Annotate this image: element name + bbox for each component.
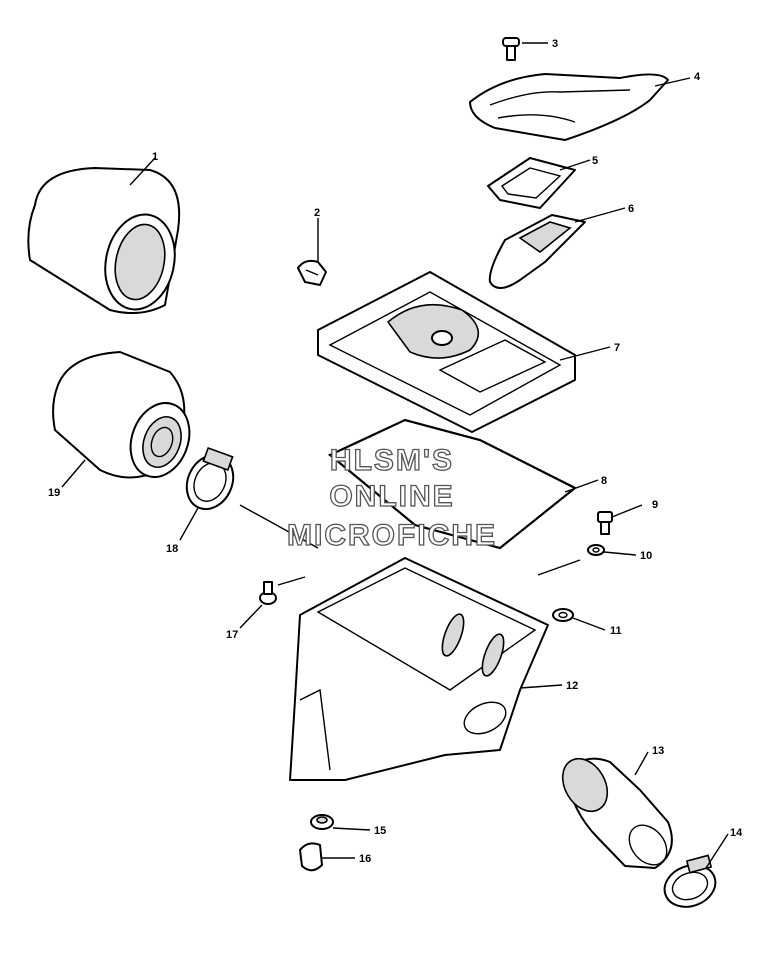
callout-18: 18 — [166, 543, 178, 555]
part-3-screw — [502, 37, 520, 61]
callout-10: 10 — [640, 550, 652, 562]
part-12-airbox — [289, 557, 549, 781]
part-2-clip — [297, 259, 327, 286]
part-9-bolt — [597, 511, 613, 535]
callout-7: 7 — [614, 342, 620, 354]
callout-5: 5 — [592, 155, 598, 167]
part-6-inlet — [488, 214, 586, 289]
callouts: 1 2 3 4 5 6 7 8 9 10 11 12 13 14 15 16 1… — [48, 38, 743, 865]
part-11-washer — [552, 608, 574, 622]
part-15-plug — [310, 814, 334, 830]
callout-2: 2 — [314, 207, 320, 219]
callout-12: 12 — [566, 680, 578, 692]
callout-9: 9 — [652, 499, 658, 511]
callout-1: 1 — [152, 151, 158, 163]
part-19-air-filter — [52, 351, 191, 479]
callout-19: 19 — [48, 487, 60, 499]
part-1-prefilter — [27, 167, 181, 315]
callout-3: 3 — [552, 38, 558, 50]
watermark-line-1: HLSM'S — [330, 444, 454, 477]
watermark-line-2: ONLINE — [329, 480, 454, 513]
part-16-cap — [299, 842, 323, 872]
callout-17: 17 — [226, 629, 238, 641]
callout-15: 15 — [374, 825, 386, 837]
callout-14: 14 — [730, 827, 743, 839]
callout-16: 16 — [359, 853, 371, 865]
callout-8: 8 — [601, 475, 607, 487]
watermark-line-3: MICROFICHE — [287, 519, 497, 552]
callout-6: 6 — [628, 203, 634, 215]
part-17-screw — [259, 581, 277, 605]
part-5-gasket — [487, 157, 576, 209]
part-14-clamp — [663, 854, 717, 908]
part-10-nut — [587, 544, 605, 556]
callout-11: 11 — [610, 625, 622, 637]
callout-4: 4 — [694, 71, 701, 83]
leader-lines — [61, 42, 729, 869]
callout-13: 13 — [652, 745, 664, 757]
part-4-duct — [469, 73, 669, 141]
part-18-clamp — [185, 446, 235, 511]
part-13-boot — [561, 757, 673, 869]
part-7-cover — [317, 271, 576, 433]
watermark: HLSM'S ONLINE MICROFICHE — [286, 443, 497, 552]
